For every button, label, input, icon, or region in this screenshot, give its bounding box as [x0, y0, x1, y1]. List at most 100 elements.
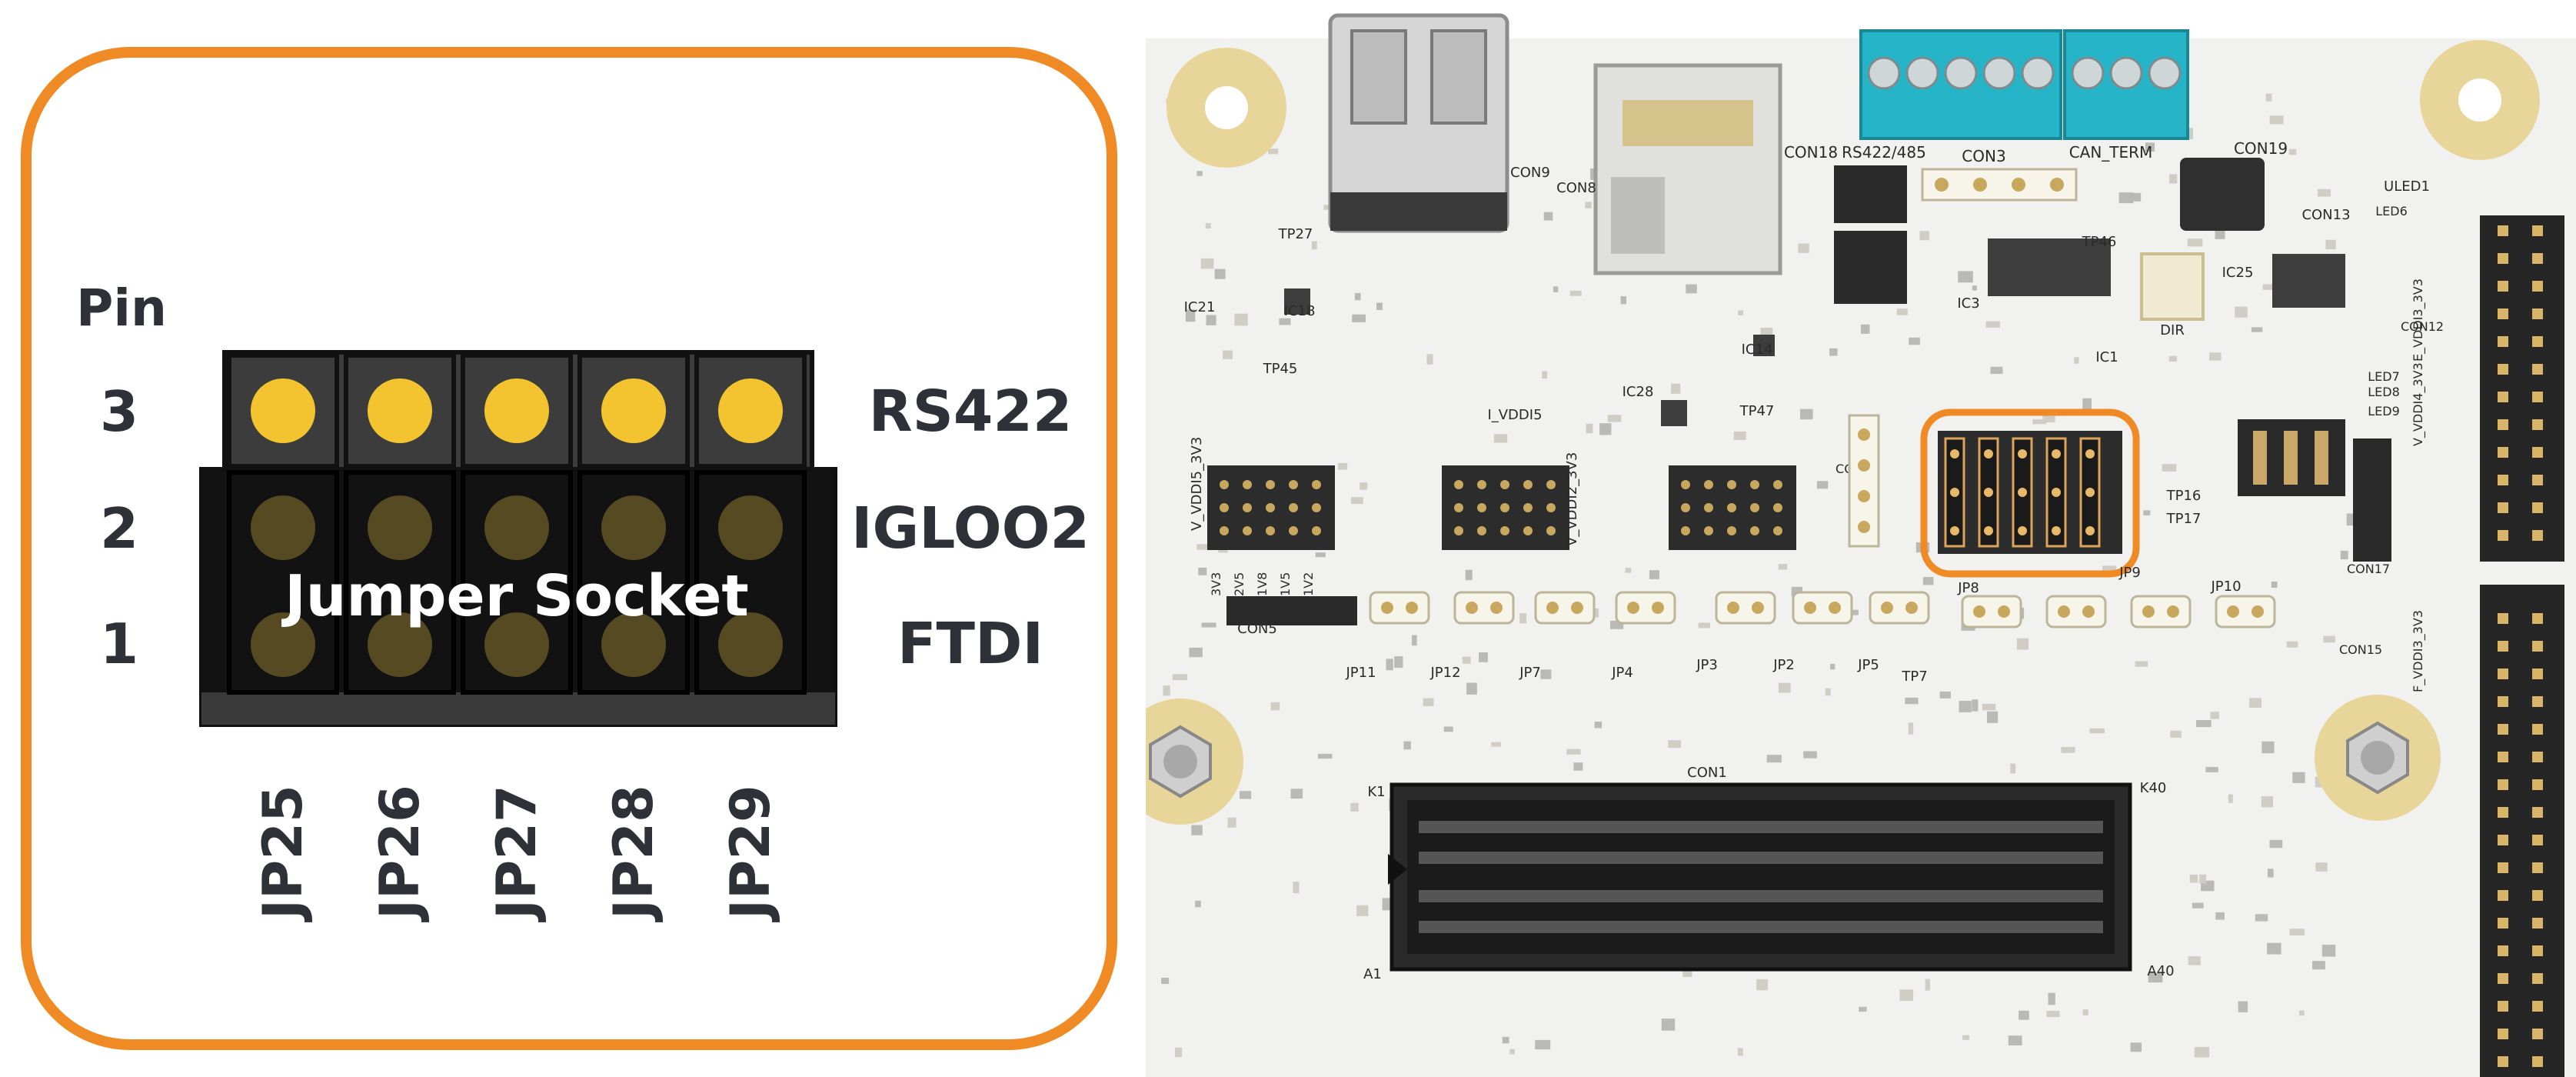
socket-cell [461, 470, 573, 695]
pin-2-jp28 [601, 495, 666, 560]
smd-component [1830, 663, 1835, 670]
smd-component [1625, 568, 1632, 573]
row-label-ftdi: FTDI [897, 611, 1043, 677]
smd-component [1756, 979, 1769, 991]
smd-component [1352, 314, 1366, 322]
smd-component [1443, 726, 1453, 732]
smd-component [1191, 825, 1203, 835]
edge-header-pin [2532, 696, 2543, 707]
socket-cell [344, 470, 456, 695]
ic28-chip [1661, 400, 1687, 426]
socket-cell [577, 470, 690, 695]
smd-component [2238, 1001, 2248, 1012]
edge-header-pin [2498, 502, 2508, 513]
voltage-jumper-groups [1207, 465, 1796, 550]
con3-pin [2050, 178, 2064, 192]
edge-header-pin [2532, 945, 2543, 956]
two-pin-pad [1961, 595, 2022, 629]
pad-pin [1381, 602, 1393, 614]
edge-header-pin [2498, 1029, 2508, 1039]
smd-component [1816, 481, 1829, 489]
edge-header-pin [2498, 475, 2508, 485]
label-con15: CON15 [2339, 642, 2382, 657]
jp-pin [1984, 488, 1993, 497]
smd-component [2199, 874, 2207, 884]
two-pin-pad [2045, 595, 2107, 629]
smd-component [2089, 728, 2105, 734]
two-pin-pad [1534, 591, 1596, 625]
smd-component [2082, 1009, 2088, 1015]
smd-component [2267, 942, 2281, 955]
pad-pin [1406, 602, 1418, 614]
edge-header-pin [2498, 253, 2508, 264]
label-led8: LED8 [2368, 385, 2400, 399]
terminal-blocks [1859, 29, 2189, 140]
pin-number-3: 3 [100, 379, 138, 444]
terminal-screw [1905, 56, 1939, 90]
con3-pin [1935, 178, 1949, 192]
smd-component [2317, 188, 2331, 197]
pin-2-jp27 [484, 495, 549, 560]
voltage-pin [1704, 480, 1713, 489]
voltage-pin [1312, 503, 1321, 512]
smd-component [1829, 348, 1838, 356]
smd-component [1535, 1039, 1551, 1050]
smd-component [1462, 656, 1471, 664]
smd-component [1925, 979, 1930, 991]
smd-component [2168, 355, 2178, 362]
smd-component [2267, 869, 2274, 878]
pad-pin [1881, 602, 1893, 614]
mounting-standoff-right [2315, 695, 2441, 821]
jumper-can-term [2180, 158, 2265, 231]
socket-cell [227, 470, 339, 695]
label-tp17: TP17 [2166, 511, 2202, 527]
label-2v5: 2V5 [1232, 572, 1246, 596]
smd-component [1386, 659, 1393, 671]
edge-header-pin [2498, 419, 2508, 430]
terminal-screw [2021, 56, 2055, 90]
voltage-pin [1289, 526, 1298, 535]
smd-component [1542, 371, 1548, 379]
smd-component [2269, 839, 2283, 849]
terminal-screw [2148, 56, 2182, 90]
label-uled1: ULED1 [2384, 178, 2430, 195]
smd-component [1227, 817, 1236, 828]
label-con12: CON12 [2401, 319, 2444, 334]
label-ic25: IC25 [2222, 265, 2254, 281]
voltage-pin [1289, 503, 1298, 512]
voltage-pin [1523, 480, 1533, 489]
smd-component [1859, 1006, 1867, 1012]
jp-pin [2085, 526, 2095, 535]
edge-header-pin [2532, 669, 2543, 679]
smd-component [1566, 749, 1581, 755]
voltage-pin [1266, 480, 1275, 489]
mounting-hole-top-right [2420, 40, 2540, 160]
smd-component [1803, 751, 1817, 759]
jumper-diagram: Pin 3 2 1 Jumper Socket RS422 IGLOO2 FTD… [21, 47, 1117, 1050]
smd-component [2192, 902, 2204, 909]
smd-component [1908, 722, 1914, 735]
label-1v5: 1V5 [1278, 572, 1293, 596]
smd-component [1234, 313, 1248, 326]
voltage-pin [1477, 480, 1486, 489]
jp-pin [2052, 526, 2061, 535]
pad-pin [1546, 602, 1559, 614]
pin-1-jp26 [368, 612, 432, 677]
edge-header-pin [2498, 308, 2508, 319]
jp-pin [1984, 449, 1993, 458]
two-pin-pad [1869, 591, 1930, 625]
jp-pin [2052, 488, 2061, 497]
edge-header-pin [2498, 945, 2508, 956]
label-ic28: IC28 [1622, 384, 1654, 400]
jp-pin [2085, 449, 2095, 458]
smd-component [1982, 703, 1996, 711]
edge-header-pin [2532, 862, 2543, 873]
pad-pin [1973, 605, 1985, 618]
label-con13: CON13 [2301, 207, 2350, 223]
label-rs422-485: RS422/485 [1842, 143, 1926, 162]
sd-card-slot [1593, 63, 1782, 275]
edge-header-pin [2532, 419, 2543, 430]
smd-component [2255, 914, 2268, 922]
edge-header-pin [2532, 1029, 2543, 1039]
smd-component [1987, 711, 1999, 723]
